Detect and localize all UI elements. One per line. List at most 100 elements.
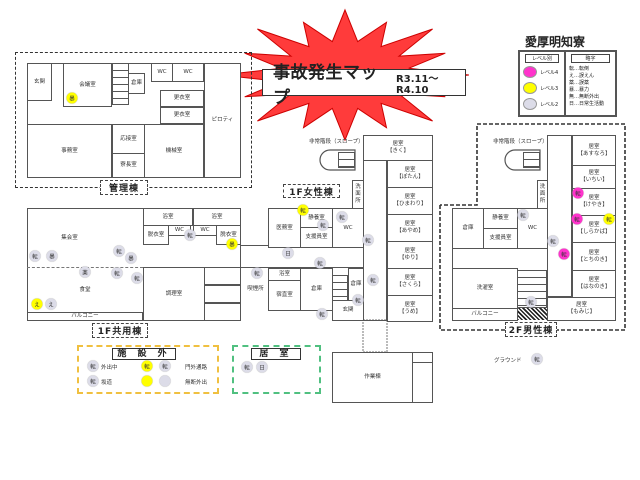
incident-marker: 暴 — [125, 252, 137, 264]
stairs-kanri — [112, 63, 129, 105]
room-hananoki: 居室 【はなのき】 — [572, 270, 616, 298]
room-souko2: 倉庫 — [300, 268, 333, 311]
building-label-male: 2F男性棟 — [505, 322, 557, 337]
outside-marker: 転 — [87, 375, 99, 387]
ground-label: グラウンド — [494, 358, 522, 364]
incident-marker: え — [31, 298, 43, 310]
legend-level-header: レベル別 — [525, 54, 559, 63]
title-period: R3.11～R4.10 — [396, 73, 439, 96]
incident-marker: 転 — [572, 187, 584, 199]
room-souko1: 倉庫 — [128, 73, 145, 94]
room-shukuchoku: 宿直室 — [268, 280, 301, 311]
legend-level-2: レベル2 — [523, 98, 561, 110]
title-banner: 事故発生マップ R3.11～R4.10 — [262, 63, 466, 108]
emergency-stairs-label: 非常階段（スロープ） — [309, 139, 364, 145]
room-asunaro: 居室 【あすなろ】 — [572, 135, 616, 166]
level4-dot-icon — [523, 66, 537, 78]
legend-level-4: レベル4 — [523, 66, 561, 78]
room-kitsuen: 喫煙所 — [247, 285, 264, 292]
room-yoku2: 浴室 — [193, 208, 241, 226]
building-label-kyoyo: 1F共用棟 — [92, 323, 148, 338]
room-souko3: 倉庫 — [348, 268, 364, 301]
level2-dot-icon — [523, 98, 537, 110]
room-chori: 調理室 — [143, 267, 205, 321]
legend-levels: レベル別 レベル4 レベル3 レベル2 — [520, 52, 566, 115]
legend-level-label: レベル2 — [540, 101, 559, 108]
storage-room — [204, 303, 241, 321]
room-tochinoki: 居室 【とちのき】 — [572, 242, 616, 271]
abbr-item: 転…転倒 — [569, 66, 590, 72]
room-datsui1: 脱衣室 — [143, 225, 169, 245]
facility-name: 愛厚明知寮 — [525, 35, 586, 49]
incident-marker: 転 — [517, 209, 529, 221]
building-label-female: 1F女性棟 — [283, 184, 340, 198]
in-room-marker: 転 — [241, 361, 253, 373]
emergency-stairs-label: 非常階段（スロープ） — [493, 139, 548, 145]
incident-marker: 転 — [111, 267, 123, 279]
room-wc4: WC — [193, 225, 217, 236]
legend-level-3: レベル3 — [523, 82, 561, 94]
incident-marker: 転 — [362, 234, 374, 246]
incident-marker: 転 — [603, 213, 615, 225]
incident-marker: 薬 — [79, 266, 91, 278]
storage-room — [204, 267, 241, 285]
slope-1 — [319, 149, 356, 171]
incident-marker: え — [45, 298, 57, 310]
room-piloti: ピロティ — [204, 63, 241, 178]
room-botan: 居室 【ぼたん】 — [387, 160, 433, 188]
legend: レベル別 レベル4 レベル3 レベル2 略字 転…転倒 え…誤えん 薬…誤薬 暴… — [518, 50, 617, 117]
in-room-header: 居 室 — [251, 348, 301, 360]
room-seiyo2: 静養室 — [483, 208, 518, 229]
incident-marker: 転 — [367, 274, 379, 286]
incident-marker: 転 — [352, 294, 364, 306]
room-shukai: 集会室 — [61, 234, 78, 241]
room-sagyo: 作業棟 — [332, 352, 413, 403]
room-shien1: 支援員室 — [300, 227, 333, 248]
room-ousetsu: 応接室 — [112, 124, 145, 154]
abbr-item: え…誤えん — [569, 73, 595, 79]
outside-marker: 転 — [159, 360, 171, 372]
level3-dot-icon — [523, 82, 537, 94]
in-room-marker: 日 — [256, 361, 268, 373]
room-koui1: 更衣室 — [160, 90, 204, 107]
room-koui2: 更衣室 — [160, 107, 204, 124]
outside-facility-box — [77, 345, 219, 394]
room-ichii: 居室 【いちい】 — [572, 165, 616, 189]
incident-marker: 転 — [314, 257, 326, 269]
room-sentaku: 洗濯室 — [452, 268, 518, 309]
room-ryocho: 寮長室 — [112, 153, 145, 178]
legend-abbreviations: 略字 転…転倒 え…誤えん 薬…誤薬 暴…暴力 無…無断外出 日…日常生活動 — [566, 52, 615, 115]
outside-item-label: 外出中 — [101, 365, 118, 371]
abbr-item: 無…無断外出 — [569, 94, 600, 100]
outside-item-label: 無断外出 — [185, 380, 208, 386]
room-shien2: 支援員室 — [483, 228, 518, 249]
incident-marker: 転 — [525, 296, 537, 308]
sagyo-side-room — [412, 362, 433, 403]
room-jimu: 事務室 — [27, 124, 112, 178]
stairs-female — [332, 275, 348, 301]
room-sakura: 居室 【さくら】 — [387, 268, 433, 296]
room-shokudo: 食堂 — [79, 287, 91, 293]
outside-marker: 転 — [141, 360, 153, 372]
incident-marker: 日 — [282, 247, 294, 259]
incident-marker: 転 — [29, 250, 41, 262]
room-wc2: WC — [172, 63, 204, 82]
room-imu: 医務室 — [268, 208, 301, 248]
female-corridor — [363, 135, 387, 321]
building-label-kanri: 管理棟 — [100, 180, 148, 195]
outside-marker — [141, 375, 153, 387]
incident-marker: 転 — [571, 213, 583, 225]
outside-marker: 転 — [87, 360, 99, 372]
room-wc1: WC — [151, 63, 173, 82]
incident-marker: 暴 — [66, 92, 78, 104]
room-balcony2: バルコニー — [452, 308, 518, 321]
slope-stairs-1 — [338, 152, 355, 168]
hatched-area — [517, 308, 547, 320]
room-ayame: 居室 【あやめ】 — [387, 214, 433, 242]
incident-marker: 転 — [531, 353, 543, 365]
room-himawari: 居室 【ひまわり】 — [387, 187, 433, 215]
incident-marker: 転 — [184, 229, 196, 241]
incident-marker: 転 — [558, 248, 570, 260]
room-yuri: 居室 【ゆり】 — [387, 241, 433, 269]
room-kikai: 機械室 — [144, 124, 204, 178]
